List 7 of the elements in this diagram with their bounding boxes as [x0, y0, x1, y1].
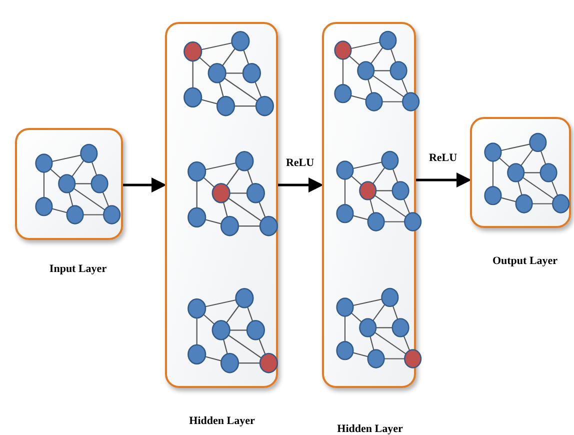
layer-title: Input Layer	[49, 262, 107, 277]
arrow	[123, 178, 166, 192]
layer-title: Output Layer	[492, 254, 558, 269]
layer-title: Hidden Layer	[189, 414, 255, 429]
arrow	[278, 178, 324, 192]
layer-title: Hidden Layer	[337, 422, 403, 435]
arrow	[416, 172, 472, 188]
